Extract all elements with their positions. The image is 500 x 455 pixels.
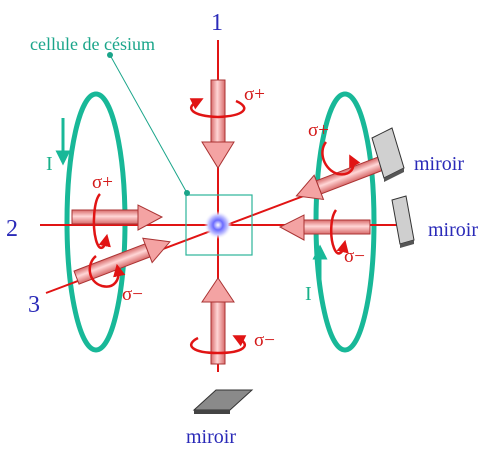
axis-label-1: 1 bbox=[211, 10, 223, 36]
mirror-label-top-right: miroir bbox=[414, 153, 464, 175]
cell-pointer-dot-start bbox=[107, 52, 113, 58]
cesium-cell bbox=[185, 194, 253, 256]
cell-pointer-dot-end bbox=[184, 190, 190, 196]
axis-label-3: 3 bbox=[28, 292, 40, 318]
rotation-arrow-top bbox=[189, 98, 246, 119]
mirror-label-right: miroir bbox=[428, 219, 478, 241]
cell-pointer-line bbox=[109, 54, 188, 194]
rotation-arrow-bottom bbox=[190, 335, 247, 355]
cell-label: cellule de césium bbox=[30, 34, 155, 54]
current-label-left: I bbox=[46, 153, 53, 175]
polarization-label-oblique-right: σ+ bbox=[308, 120, 329, 141]
polarization-label-right: σ− bbox=[344, 246, 365, 267]
polarization-label-top: σ+ bbox=[244, 84, 265, 105]
rotation-arrow-oblique-left bbox=[88, 255, 126, 288]
rotation-arrow-oblique-right bbox=[321, 141, 361, 176]
beam-arrow-bottom bbox=[201, 277, 235, 365]
polarization-label-oblique-left: σ− bbox=[122, 284, 143, 305]
mirror-right bbox=[391, 195, 415, 248]
rotation-arrow-left bbox=[92, 193, 111, 250]
atom-cloud bbox=[204, 211, 232, 239]
mirror-bottom bbox=[192, 389, 254, 414]
beam-arrow-top bbox=[201, 79, 235, 169]
polarization-label-left: σ+ bbox=[92, 172, 113, 193]
mirror-top-right bbox=[371, 127, 405, 182]
rotation-arrow-right bbox=[330, 209, 349, 255]
mirror-label-bottom: miroir bbox=[186, 426, 236, 448]
current-label-right: I bbox=[305, 283, 312, 305]
beam-arrow-left bbox=[71, 204, 164, 231]
beam-arrow-right bbox=[278, 214, 371, 241]
axis-label-2: 2 bbox=[6, 216, 18, 242]
polarization-label-bottom: σ− bbox=[254, 330, 275, 351]
